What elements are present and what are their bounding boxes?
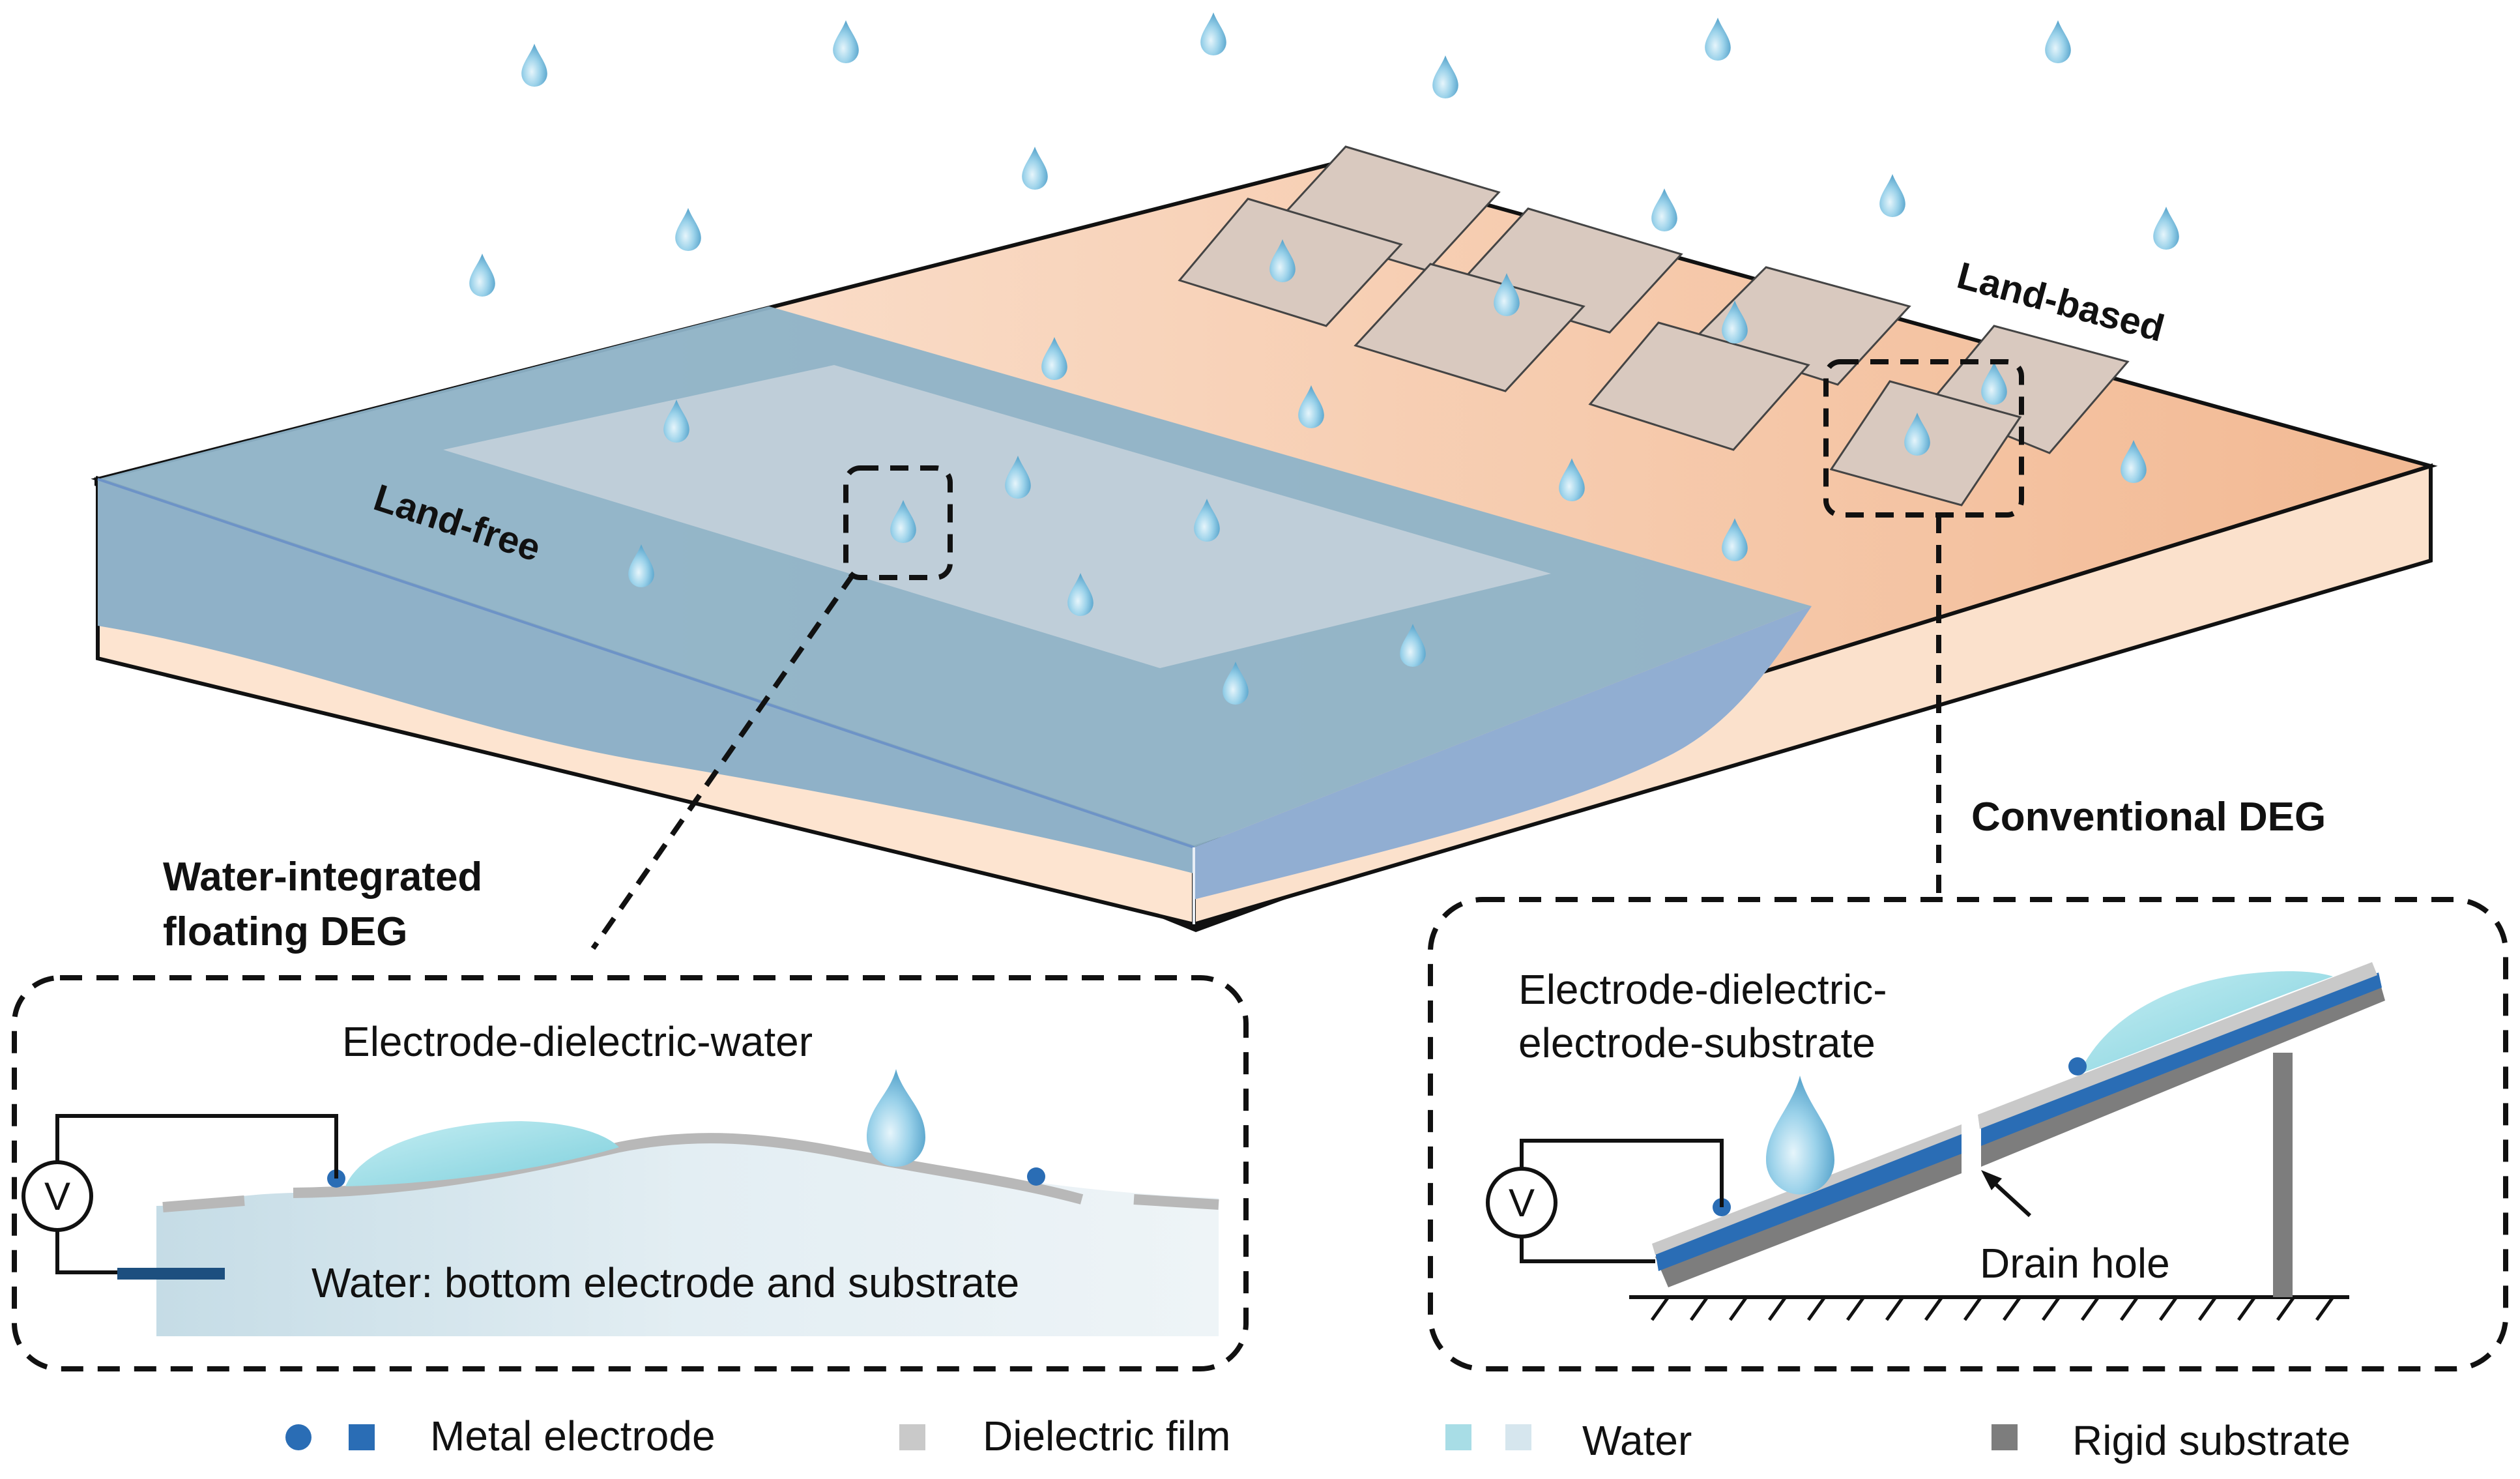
support-post [2273,1053,2293,1297]
legend-rigid-substrate: Rigid substrate [1991,1417,2351,1464]
right-stack-label-line1: Electrode-dielectric- [1518,966,1887,1013]
water-body [97,306,1812,924]
electrode-dot-icon [285,1424,311,1450]
voltmeter-icon [22,1160,93,1232]
conventional-deg-title: Conventional DEG [1971,795,2326,840]
legend-label: Rigid substrate [2072,1417,2351,1464]
dielectric-square-icon [899,1424,925,1450]
water-square-icon [1445,1424,1471,1450]
zoom-callouts [590,359,2024,950]
water-light-square-icon [1505,1424,1531,1450]
voltmeter-symbol-right: V [1509,1181,1535,1225]
legend-label: Water [1582,1417,1692,1464]
water-integrated-title-line1: Water-integrated [163,855,482,900]
land-dielectric-panels [1178,145,2130,506]
legend-metal-electrode: Metal electrode [285,1413,716,1459]
water-integrated-title-line2: floating DEG [163,909,407,954]
right-inset: V Electrode-dielectric- electrode-substr… [1428,897,2508,1371]
right-stack-label-line2: electrode-substrate [1518,1019,1876,1066]
left-stack-label: Electrode-dielectric-water [342,1018,813,1065]
legend-water: Water [1445,1417,1692,1464]
legend-label: Dielectric film [983,1413,1230,1459]
substrate-square-icon [1991,1424,2018,1450]
electrode-square-icon [349,1424,375,1450]
bottom-electrode-bar [117,1268,225,1280]
left-water-label: Water: bottom electrode and substrate [311,1259,1019,1306]
drain-hole-label: Drain hole [1980,1240,2170,1287]
left-inset: V Electrode-dielectric-water Water: bott… [12,975,1249,1371]
voltmeter-symbol: V [44,1175,70,1218]
legend-dielectric-film: Dielectric film [899,1413,1230,1459]
legend-label: Metal electrode [430,1413,716,1459]
voltmeter-icon-right [1486,1167,1557,1238]
side-electrode-dot [1027,1167,1045,1186]
legend: Metal electrode Dielectric film Water Ri… [285,1413,2351,1464]
